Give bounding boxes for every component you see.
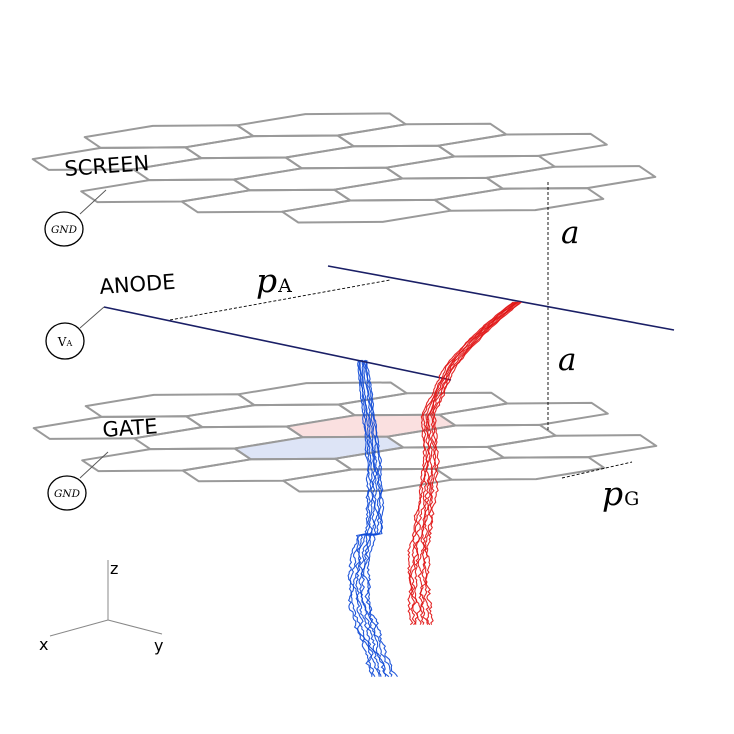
hex-cell [184,134,355,160]
hex-cell [333,176,504,202]
anode-voltage-label: VA [57,335,73,349]
anode-pitch-label: pA [256,261,292,300]
screen-ground-lead [79,189,107,215]
electron-track [366,359,398,678]
hex-cell [437,132,608,158]
electron-track [352,359,380,677]
electron-track [425,301,522,625]
hex-cell [385,154,556,180]
hex-cell [84,393,256,418]
hex-cell [284,144,456,170]
axis-x-label: x [39,635,48,654]
electron-track [423,301,521,626]
electron-track [349,359,376,677]
hex-cell [486,434,658,459]
anode-pitch-dimension-line [169,279,391,321]
hex-cell [336,122,508,148]
hex-cell [433,187,605,212]
axis-z-label: z [110,559,118,578]
anode-voltage-lead [79,306,105,329]
axis-y-label: y [154,636,163,655]
hex-cell [281,198,452,224]
anode-wire-back [327,265,675,331]
electron-track [355,359,382,677]
electron-track [408,301,515,626]
gate-pitch-label: pG [602,474,639,513]
electron-track [358,359,387,677]
hex-cell [434,456,606,481]
red-electron-tracks [407,301,522,626]
hex-cell [83,124,255,149]
electron-track [417,301,519,625]
gate-ground-circle [47,475,87,511]
electron-track [360,359,390,678]
hex-cell [282,467,453,493]
anode-label: ANODE [99,270,177,299]
screen-ground-circle [44,211,84,247]
electron-track [363,359,393,677]
anode-wire-front [103,306,452,381]
screen-ground-label: GND [51,224,78,236]
gate-ground-lead [79,451,109,479]
hex-cell [80,178,251,204]
anode-voltage-circle [45,322,85,360]
hex-cell [438,401,609,427]
electron-track [407,301,514,626]
coordinate-axes [49,560,163,637]
electron-track [347,359,373,677]
gate-pitch-dimension-line [561,461,633,479]
screen-label: SCREEN [64,151,150,181]
hex-cell [236,112,407,138]
upper-gap-label: a [561,215,579,251]
gate-label: GATE [102,414,159,442]
electron-track [414,301,518,625]
hex-cell [485,165,657,190]
blue-electron-tracks [347,359,398,678]
electron-track [419,301,520,625]
lower-gap-label: a [558,342,576,378]
hex-cell [232,166,404,192]
screen-mesh [31,112,657,224]
hex-cell [180,188,352,214]
hex-cell [237,381,408,407]
gate-ground-label: GND [54,488,81,500]
hex-cell [132,156,303,182]
hex-cell [181,457,353,483]
